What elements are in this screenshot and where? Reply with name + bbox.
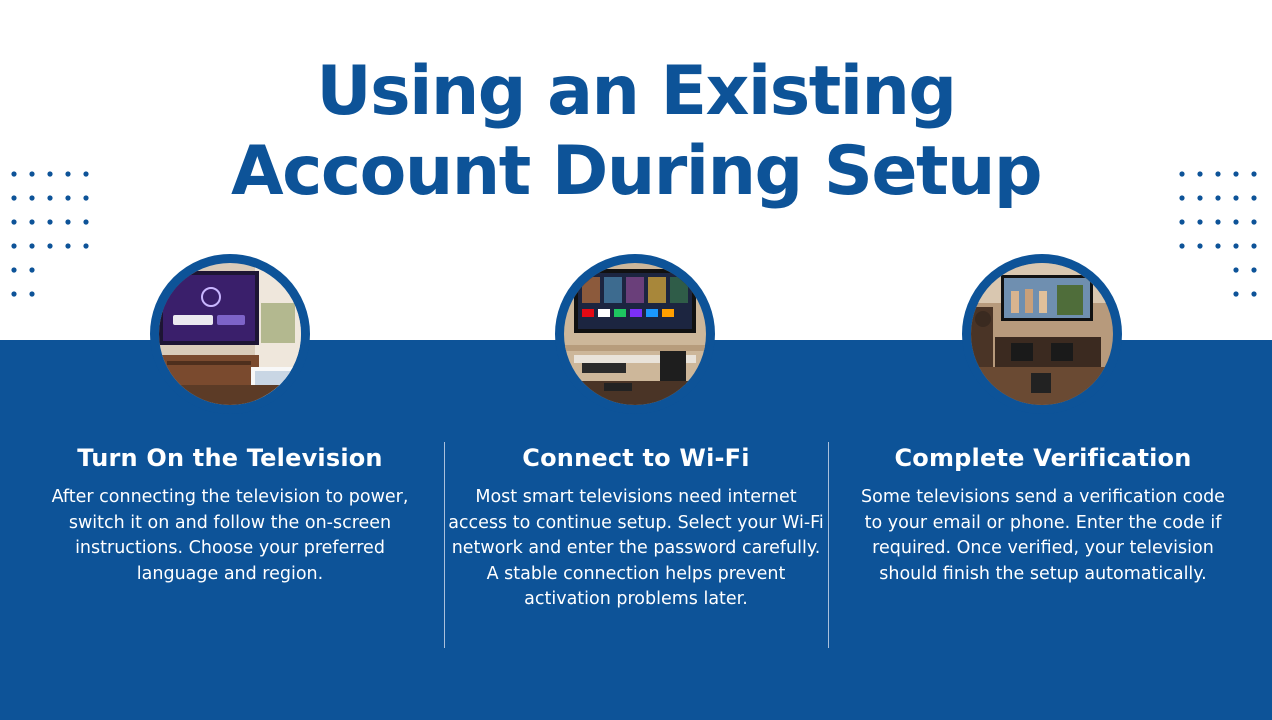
step-1-photo: [150, 254, 310, 414]
decorative-dot: [1233, 219, 1239, 225]
step-1-description: After connecting the television to power…: [51, 487, 409, 584]
decorative-dot: [65, 219, 71, 225]
decorative-dot: [1179, 219, 1185, 225]
decorative-dot: [1215, 195, 1221, 201]
step-turn-on-television: Turn On the Television After connecting …: [38, 443, 422, 587]
step-1-heading: Turn On the Television: [77, 444, 383, 472]
decorative-dot: [1251, 171, 1257, 177]
step-2-heading: Connect to Wi-Fi: [522, 444, 750, 472]
decorative-dot: [83, 243, 89, 249]
decorative-dot: [1251, 219, 1257, 225]
decorative-dot: [11, 243, 17, 249]
decorative-dot: [83, 171, 89, 177]
step-3-photo: [962, 254, 1122, 414]
decorative-dot: [11, 171, 17, 177]
decorative-dot: [1233, 171, 1239, 177]
step-3-heading: Complete Verification: [894, 444, 1192, 472]
decorative-dot: [11, 267, 17, 273]
column-divider-1: [444, 442, 445, 648]
decorative-dot: [29, 219, 35, 225]
step-complete-verification: Complete Verification Some televisions s…: [851, 443, 1235, 587]
decorative-dot: [11, 195, 17, 201]
decorative-dot: [1197, 171, 1203, 177]
decorative-dot: [1197, 219, 1203, 225]
decorative-dot: [65, 171, 71, 177]
decorative-dot: [1233, 195, 1239, 201]
decorative-dot: [1197, 243, 1203, 249]
decorative-dot: [29, 171, 35, 177]
decorative-dot: [1251, 195, 1257, 201]
step-connect-to-wifi: Connect to Wi-Fi Most smart televisions …: [444, 443, 828, 613]
decorative-dot: [11, 291, 17, 297]
decorative-dot: [47, 171, 53, 177]
step-2-photo: [555, 254, 715, 414]
decorative-dot: [1233, 267, 1239, 273]
decorative-dot: [1179, 195, 1185, 201]
decorative-dot: [1179, 171, 1185, 177]
tv-setup-photo-image: [159, 263, 301, 405]
title-line-1: Using an Existing: [316, 52, 957, 131]
step-3-description: Some televisions send a verification cod…: [861, 487, 1225, 584]
decorative-dot: [83, 219, 89, 225]
decorative-dot: [1215, 219, 1221, 225]
smart-tv-photo-image: [564, 263, 706, 405]
decorative-dot: [11, 219, 17, 225]
decorative-dot: [1179, 243, 1185, 249]
decorative-dot: [1233, 291, 1239, 297]
decorative-dot: [1251, 267, 1257, 273]
decorative-dot: [29, 243, 35, 249]
decorative-dot: [1215, 243, 1221, 249]
decorative-dot: [1251, 243, 1257, 249]
decorative-dot: [1251, 291, 1257, 297]
decorative-dot: [83, 195, 89, 201]
decorative-dot: [29, 195, 35, 201]
decorative-dot: [29, 291, 35, 297]
decorative-dot: [65, 243, 71, 249]
decorative-dot-grid-left: [11, 171, 89, 297]
column-divider-2: [828, 442, 829, 648]
decorative-dot: [1197, 195, 1203, 201]
step-2-description: Most smart televisions need internet acc…: [448, 487, 824, 609]
decorative-dot: [47, 219, 53, 225]
decorative-dot: [47, 243, 53, 249]
decorative-dot: [65, 195, 71, 201]
decorative-dot: [1215, 171, 1221, 177]
decorative-dot: [29, 267, 35, 273]
decorative-dot-grid-right: [1179, 171, 1257, 297]
page-title: Using an Existing Account During Setup: [0, 52, 1272, 212]
living-room-photo-image: [971, 263, 1113, 405]
decorative-dot: [47, 195, 53, 201]
decorative-dot: [1233, 243, 1239, 249]
title-line-2: Account During Setup: [230, 132, 1043, 211]
